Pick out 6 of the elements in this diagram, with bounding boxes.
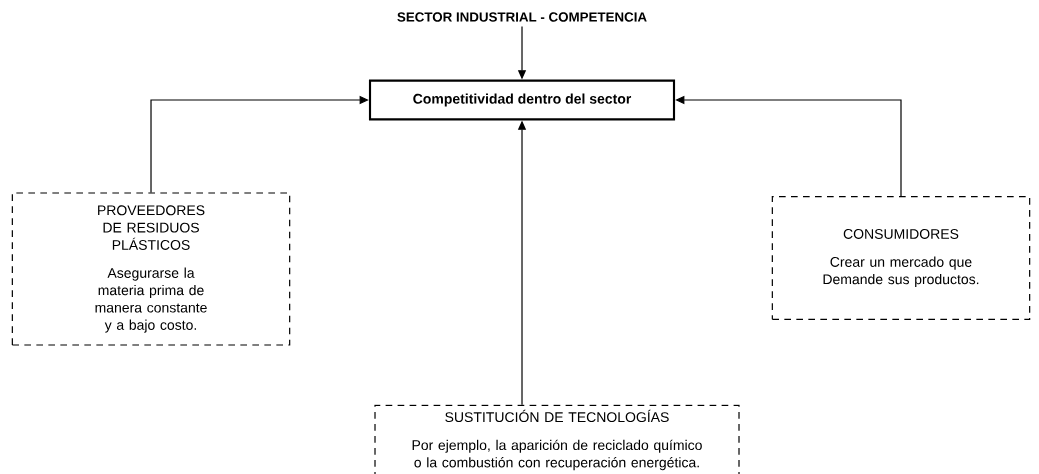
dashed-box: SUSTITUCIÓN DE TECNOLOGÍAS Por ejemplo, la aparición de reciclado químico o la combustión con recuperación energética. — [374, 404, 740, 474]
dashed-box: PROVEEDORES DE RESIDUOS PLÁSTICOS Asegurarse la materia prima de manera constante y a bajo costo. — [11, 192, 291, 346]
arrow — [150, 95, 369, 193]
dashed-box: CONSUMIDORES Crear un mercado que Demande sus productos. — [771, 196, 1031, 320]
heading-text: SECTOR INDUSTRIAL - COMPETENCIA — [397, 12, 647, 22]
process-box: Competitividad dentro del sector — [368, 79, 676, 121]
